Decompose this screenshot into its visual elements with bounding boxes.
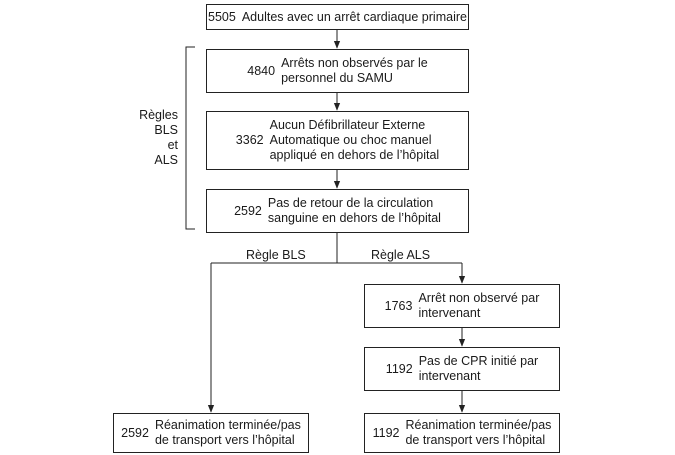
- box-label: Réanimation terminée/pas de transport ve…: [405, 418, 552, 447]
- box-label: Arrêts non observés par le personnel du …: [281, 56, 428, 85]
- box-count: 1192: [372, 425, 400, 440]
- box-label: Arrêt non observé par intervenant: [418, 291, 540, 320]
- bls-rule-label: Règle BLS: [246, 248, 306, 262]
- box-count: 1763: [384, 298, 413, 313]
- box-label: Pas de retour de la circulation sanguine…: [267, 196, 441, 225]
- rules-bls-als-label: Règles BLS et ALS: [139, 108, 178, 167]
- box-label: Aucun Défibrillateur Externe Automatique…: [269, 118, 440, 162]
- box-unwitnessed-by-bystander: 1763 Arrêt non observé par intervenant: [364, 284, 560, 328]
- rules-bracket: [185, 46, 195, 230]
- box-count: 2592: [234, 203, 262, 218]
- box-count: 3362: [235, 133, 264, 147]
- box-unwitnessed-by-ems: 4840 Arrêts non observés par le personne…: [206, 49, 469, 93]
- box-count: 4840: [247, 63, 276, 78]
- box-terminated-als: 1192 Réanimation terminée/pas de transpo…: [364, 413, 560, 453]
- box-count: 2592: [121, 425, 149, 440]
- box-terminated-bls: 2592 Réanimation terminée/pas de transpo…: [113, 413, 309, 453]
- box-adults-cardiac-arrest: 5505 Adultes avec un arrêt cardiaque pri…: [206, 4, 469, 30]
- box-no-bystander-cpr: 1192 Pas de CPR initié par intervenant: [364, 347, 560, 391]
- box-label: Réanimation terminée/pas de transport ve…: [154, 418, 301, 447]
- box-label: Adultes avec un arrêt cardiaque primaire: [241, 9, 467, 24]
- box-no-aed-shock: 3362 Aucun Défibrillateur Externe Automa…: [206, 111, 469, 170]
- als-rule-label: Règle ALS: [371, 248, 431, 262]
- box-label: Pas de CPR initié par intervenant: [418, 354, 539, 383]
- box-count: 5505: [208, 9, 236, 24]
- box-count: 1192: [385, 361, 413, 376]
- box-no-rosc: 2592 Pas de retour de la circulation san…: [206, 189, 469, 233]
